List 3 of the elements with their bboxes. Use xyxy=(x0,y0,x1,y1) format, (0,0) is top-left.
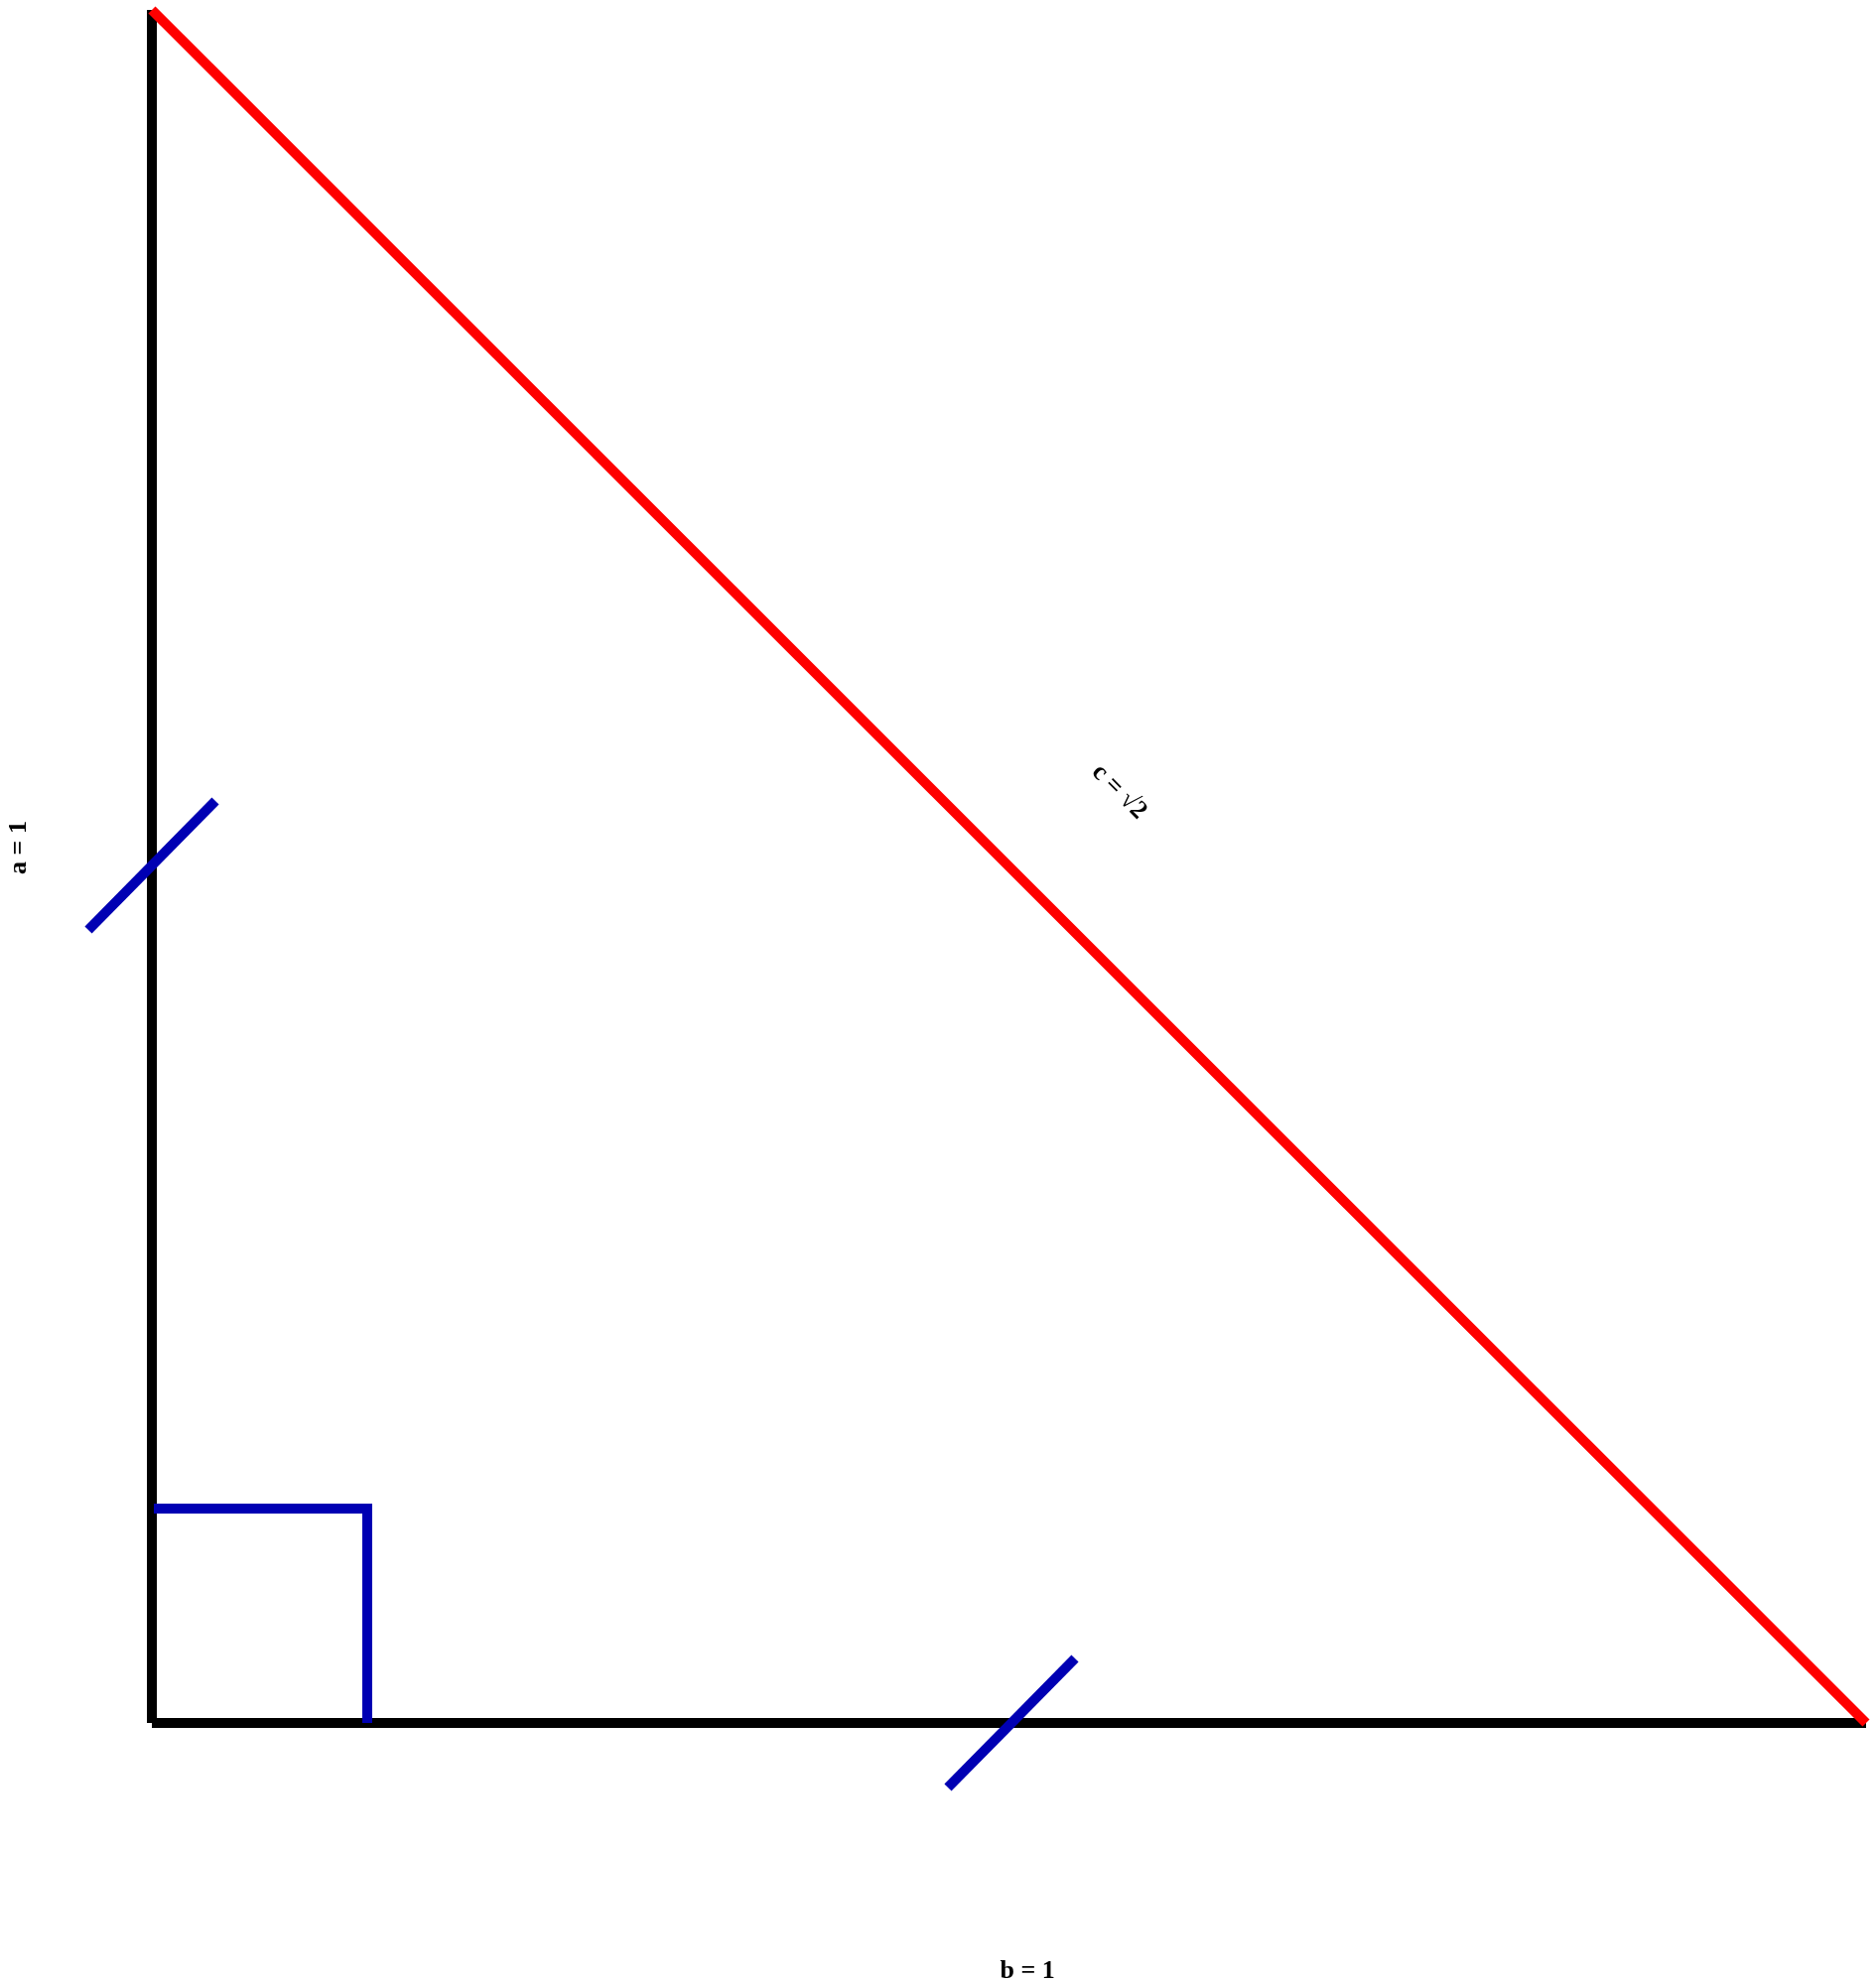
side-label: b = 1 xyxy=(1000,1957,1055,1983)
side-label: a = 1 xyxy=(4,821,31,874)
side-label: c = √2 xyxy=(1087,758,1152,824)
